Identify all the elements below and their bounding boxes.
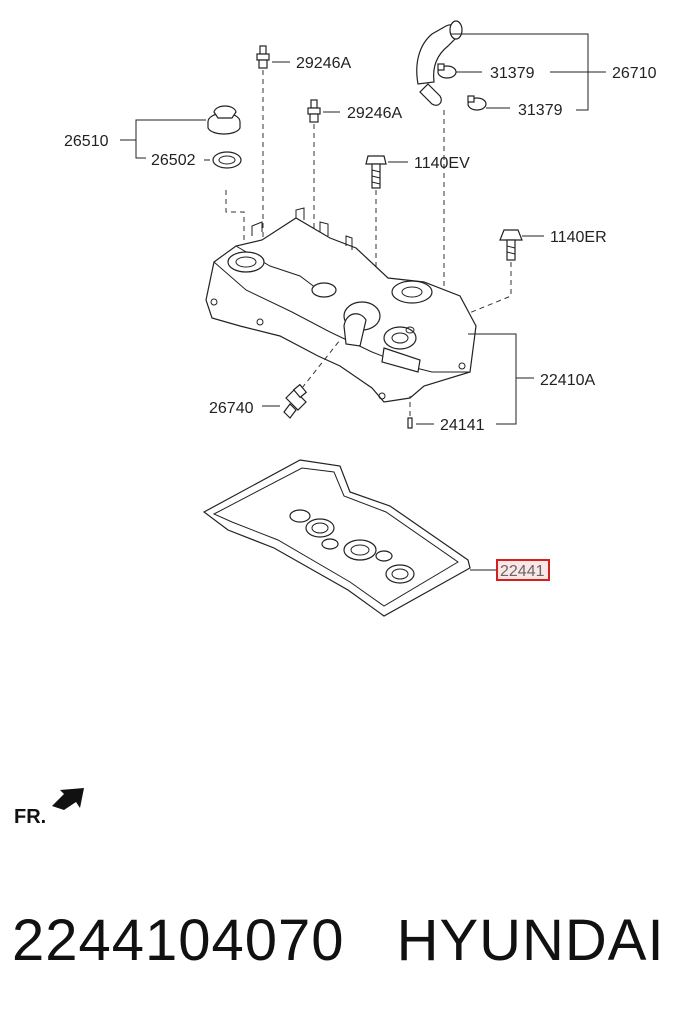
bolt-1140ev [365, 155, 387, 189]
part-number: 2244104070 [12, 907, 345, 973]
filler-cap-seal [212, 151, 242, 169]
label-26710: 26710 [612, 65, 657, 82]
label-26510: 26510 [64, 133, 109, 150]
dowel-pin-24141 [407, 417, 413, 429]
label-26740: 26740 [209, 400, 254, 417]
cover-gasket [202, 459, 471, 617]
oil-filler-cap [207, 105, 241, 135]
bolt-1140er [499, 229, 523, 261]
sensor-26740 [283, 383, 308, 419]
bolt-29246a-upper [256, 45, 270, 69]
bolt-29246a-lower [307, 99, 321, 123]
highlight-box-22441 [496, 559, 550, 581]
front-direction-label: FR. [14, 806, 47, 828]
label-29246a-upper: 29246A [296, 55, 351, 72]
label-31379-upper: 31379 [490, 65, 535, 82]
label-24141: 24141 [440, 417, 485, 434]
cylinder-head-cover [205, 207, 477, 403]
footer: 2244104070 HYUNDAI [12, 900, 672, 980]
hose-clamp-upper [437, 63, 457, 79]
label-26502: 26502 [151, 152, 196, 169]
label-22410a: 22410A [540, 372, 595, 389]
label-1140er: 1140ER [550, 229, 607, 246]
label-29246a-lower: 29246A [347, 105, 402, 122]
label-22441[interactable]: 22441 [500, 563, 545, 580]
front-direction-arrow-icon [52, 788, 84, 810]
label-1140ev: 1140EV [414, 155, 470, 172]
parts-diagram: 29246A 29246A 31379 31379 26710 26510 26… [64, 20, 657, 617]
brand-name: HYUNDAI [396, 907, 665, 973]
label-31379-lower: 31379 [518, 102, 563, 119]
hose-clamp-lower [467, 95, 487, 111]
